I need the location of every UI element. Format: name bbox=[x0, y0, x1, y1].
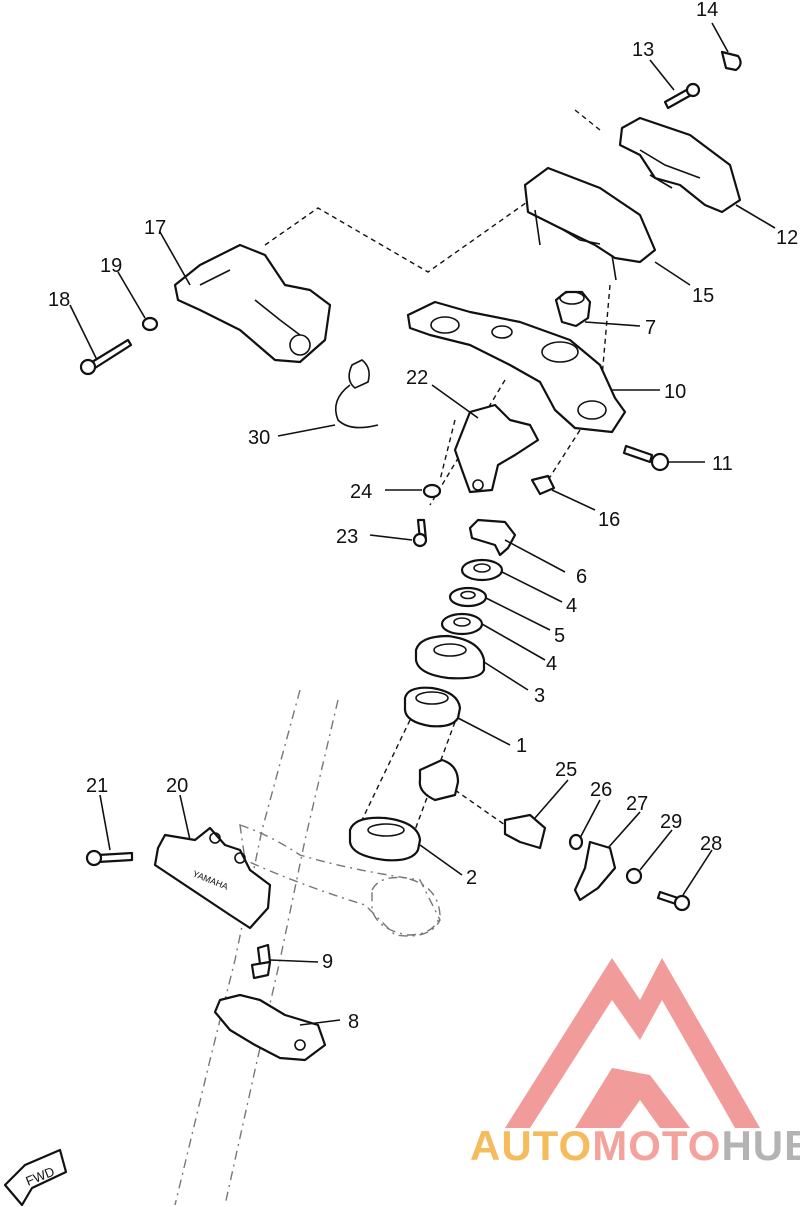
part-27-plate bbox=[573, 840, 617, 902]
label-20: 20 bbox=[166, 775, 188, 797]
frame-outline bbox=[174, 689, 441, 1206]
part-29-collar bbox=[625, 867, 643, 885]
label-5: 5 bbox=[554, 625, 565, 647]
part-24-nut bbox=[422, 483, 442, 499]
label-4-upper: 4 bbox=[566, 595, 577, 617]
part-3-dust-seal bbox=[414, 634, 486, 680]
part-25-sensor bbox=[503, 813, 547, 850]
steering-collar bbox=[418, 758, 460, 802]
part-14-cap bbox=[720, 50, 742, 72]
label-18: 18 bbox=[48, 289, 70, 311]
part-5-washer bbox=[448, 586, 488, 608]
part-23-bolt bbox=[412, 518, 428, 548]
label-29: 29 bbox=[660, 811, 682, 833]
part-26-washer bbox=[568, 833, 584, 851]
part-11-bolt bbox=[622, 444, 670, 472]
label-1: 1 bbox=[516, 735, 527, 757]
part-9-bolt bbox=[250, 943, 272, 980]
label-15: 15 bbox=[692, 285, 714, 307]
part-12-handlebar-holder bbox=[618, 116, 742, 214]
part-4-ring-nut-upper bbox=[460, 558, 504, 582]
part-4-ring-nut-lower bbox=[440, 612, 484, 636]
watermark-moto: MOTO bbox=[592, 1122, 721, 1169]
watermark-hub: HUB bbox=[721, 1122, 800, 1169]
label-23: 23 bbox=[336, 526, 358, 548]
part-17-handlebar-holder bbox=[173, 243, 332, 364]
part-7-crown-nut bbox=[554, 290, 592, 328]
label-7: 7 bbox=[645, 317, 656, 339]
leader-lines bbox=[69, 22, 776, 1026]
label-17: 17 bbox=[144, 217, 166, 239]
label-14: 14 bbox=[696, 0, 718, 21]
part-8-plate bbox=[213, 993, 327, 1062]
part-30-wire-clamp bbox=[334, 359, 379, 429]
part-6-lock-washer bbox=[468, 518, 517, 557]
watermark-auto: AUTO bbox=[470, 1122, 592, 1169]
part-10-upper-bracket bbox=[406, 300, 627, 434]
part-28-screw bbox=[656, 890, 691, 912]
label-2: 2 bbox=[466, 867, 477, 889]
part-16-collar bbox=[530, 474, 556, 496]
part-21-bolt bbox=[85, 849, 134, 867]
watermark-logo-icon bbox=[505, 958, 760, 1128]
label-11: 11 bbox=[712, 453, 733, 475]
label-19: 19 bbox=[100, 255, 122, 277]
part-15-handlebar-holder bbox=[523, 166, 657, 281]
label-30: 30 bbox=[248, 427, 270, 449]
label-12: 12 bbox=[776, 227, 798, 249]
label-24: 24 bbox=[350, 481, 372, 503]
label-26: 26 bbox=[590, 779, 612, 801]
part-20-bracket: YAMAHA bbox=[153, 826, 272, 930]
label-13: 13 bbox=[632, 39, 654, 61]
label-27: 27 bbox=[626, 793, 648, 815]
label-25: 25 bbox=[555, 759, 577, 781]
label-9: 9 bbox=[322, 951, 333, 973]
part-22-bracket bbox=[453, 403, 540, 494]
label-22: 22 bbox=[406, 367, 428, 389]
forward-direction-arrow: FWD bbox=[3, 1148, 68, 1207]
label-10: 10 bbox=[664, 381, 686, 403]
label-3: 3 bbox=[534, 685, 545, 707]
label-16: 16 bbox=[598, 509, 620, 531]
label-8: 8 bbox=[348, 1011, 359, 1033]
label-21: 21 bbox=[86, 775, 108, 797]
label-4-lower: 4 bbox=[546, 653, 557, 675]
svg-text:AUTOMOTOHUB: AUTOMOTOHUB bbox=[470, 1122, 800, 1169]
label-6: 6 bbox=[576, 566, 587, 588]
part-18-bolt bbox=[79, 338, 133, 376]
label-28: 28 bbox=[700, 833, 722, 855]
part-13-bolt bbox=[663, 82, 701, 110]
part-19-washer bbox=[141, 316, 159, 332]
part-labels: 14 13 12 15 17 19 18 7 10 22 30 11 24 16… bbox=[48, 0, 798, 1033]
part-1-bearing bbox=[403, 686, 462, 728]
automotohub-watermark: AUTOMOTOHUB bbox=[470, 958, 800, 1169]
part-2-bearing bbox=[348, 816, 422, 862]
